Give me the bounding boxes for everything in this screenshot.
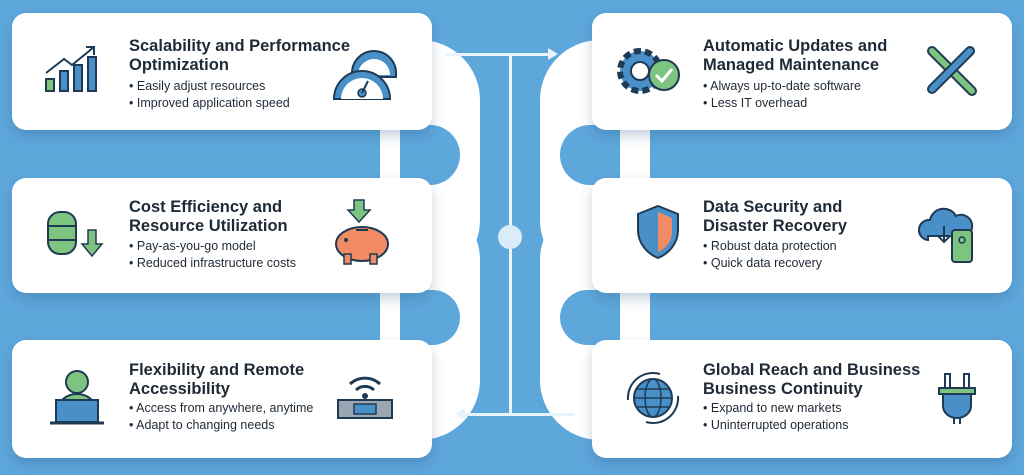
card-title: Automatic Updates and [703,37,888,55]
connector-gap [400,290,460,345]
bullet: Pay-as-you-go model [129,238,296,255]
card-title: Flexibility and Remote [129,361,305,379]
wifi-router-icon [334,366,396,422]
bullet: Quick data recovery [703,255,837,272]
bullet: Access from anywhere, anytime [129,400,313,417]
wrench-screwdriver-icon [924,43,980,99]
bullet: Expand to new markets [703,400,848,417]
top-arrow-line [445,53,550,56]
card-title: Business Continuity [703,380,863,398]
piggy-bank-icon [330,198,394,268]
center-node [498,225,522,249]
card-title: Optimization [129,56,229,74]
bar-chart-growth-icon [44,43,100,95]
bullet: Robust data protection [703,238,837,255]
database-download-icon [46,208,106,260]
card-title: Cost Efficiency and [129,198,283,216]
remote-worker-laptop-icon [50,366,104,426]
cloud-phone-backup-icon [918,204,978,264]
connector-gap [560,290,620,345]
card-title: Scalability and Performance [129,37,351,55]
bullet: Improved application speed [129,95,290,112]
shield-icon [636,204,680,260]
connector-gap [560,125,620,185]
bullet: Uninterrupted operations [703,417,849,434]
card-title: Resource Utilization [129,217,288,235]
power-plug-icon [937,372,977,424]
card-title: Managed Maintenance [703,56,880,74]
globe-cycle-icon [620,370,686,426]
bullet: Reduced infrastructure costs [129,255,296,272]
card-title: Accessibility [129,380,230,398]
speedometer-icon [330,43,400,101]
bullet: Easily adjust resources [129,78,290,95]
card-title: Data Security and [703,198,843,216]
connector-gap [400,125,460,185]
card-title: Disaster Recovery [703,217,848,235]
bullet: Adapt to changing needs [129,417,313,434]
bottom-arrow-line [465,413,575,416]
arrow-left-icon [455,408,465,420]
gear-check-icon [614,43,684,99]
arrow-right-icon [548,48,558,60]
card-title: Global Reach and Business [703,361,921,379]
bullet: Always up-to-date software [703,78,861,95]
bullet: Less IT overhead [703,95,861,112]
